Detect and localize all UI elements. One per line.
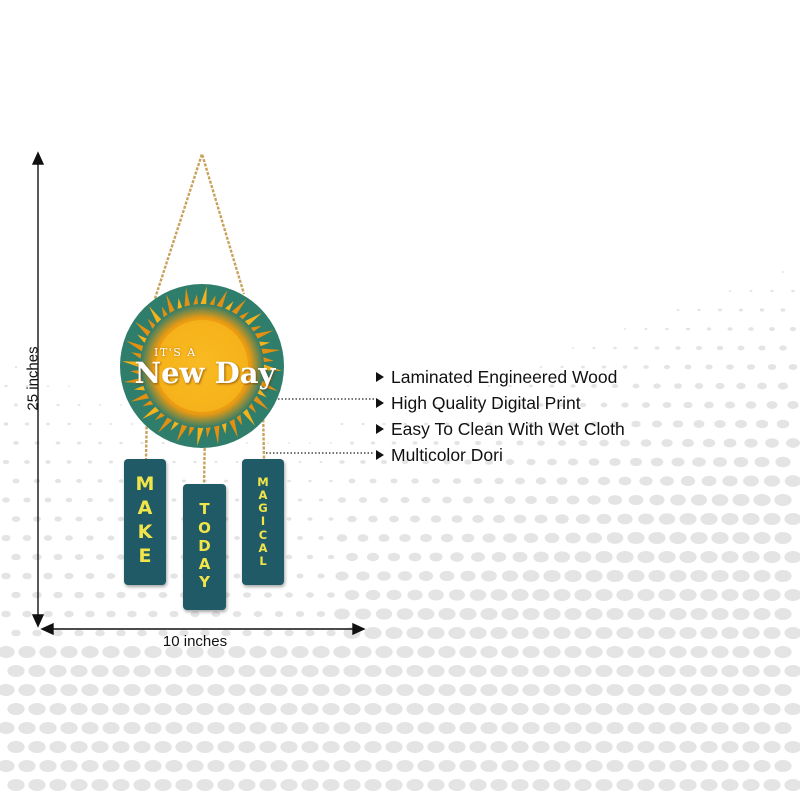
plaque-letter: M: [135, 473, 155, 496]
feature-text: High Quality Digital Print: [391, 393, 581, 413]
bullet-triangle-icon: [376, 372, 384, 382]
plaque-letter: A: [137, 497, 153, 520]
plaque-letter: O: [198, 518, 211, 537]
width-label: 10 inches: [162, 633, 228, 650]
plaque-letter: G: [258, 501, 268, 516]
plaque-letter: A: [198, 555, 211, 574]
plaque-letter: C: [258, 527, 268, 542]
feature-item: Laminated Engineered Wood: [376, 364, 625, 390]
bullet-triangle-icon: [376, 398, 384, 408]
width-arrow: [40, 622, 366, 636]
plaque-letter: E: [138, 544, 152, 567]
height-arrow: [31, 151, 45, 628]
feature-item: High Quality Digital Print: [376, 390, 625, 416]
height-label: 25 inches: [24, 346, 42, 411]
feature-list: Laminated Engineered Wood High Quality D…: [376, 364, 625, 468]
leader-lines: [266, 398, 374, 454]
feature-text: Easy To Clean With Wet Cloth: [391, 419, 625, 439]
plaque-letter: A: [258, 487, 268, 502]
plaque-letter: L: [259, 554, 267, 569]
plaque-letter: A: [258, 540, 268, 555]
feature-text: Laminated Engineered Wood: [391, 367, 618, 387]
feature-item: Easy To Clean With Wet Cloth: [376, 416, 625, 442]
feature-item: Multicolor Dori: [376, 442, 625, 468]
plaque-letter: K: [137, 521, 153, 543]
plaque-letter: M: [257, 474, 269, 489]
bullet-triangle-icon: [376, 424, 384, 434]
sun-sign: [120, 284, 284, 448]
plaque-letter: Y: [199, 573, 210, 592]
bullet-triangle-icon: [376, 450, 384, 460]
plaque-letter: D: [198, 536, 211, 555]
plaque-letter: I: [260, 514, 266, 529]
feature-text: Multicolor Dori: [391, 445, 503, 465]
plaque-letter: T: [199, 500, 210, 519]
sign-line-its-a: IT'S A: [154, 346, 197, 359]
sign-line-new-day: New Day: [134, 356, 276, 390]
